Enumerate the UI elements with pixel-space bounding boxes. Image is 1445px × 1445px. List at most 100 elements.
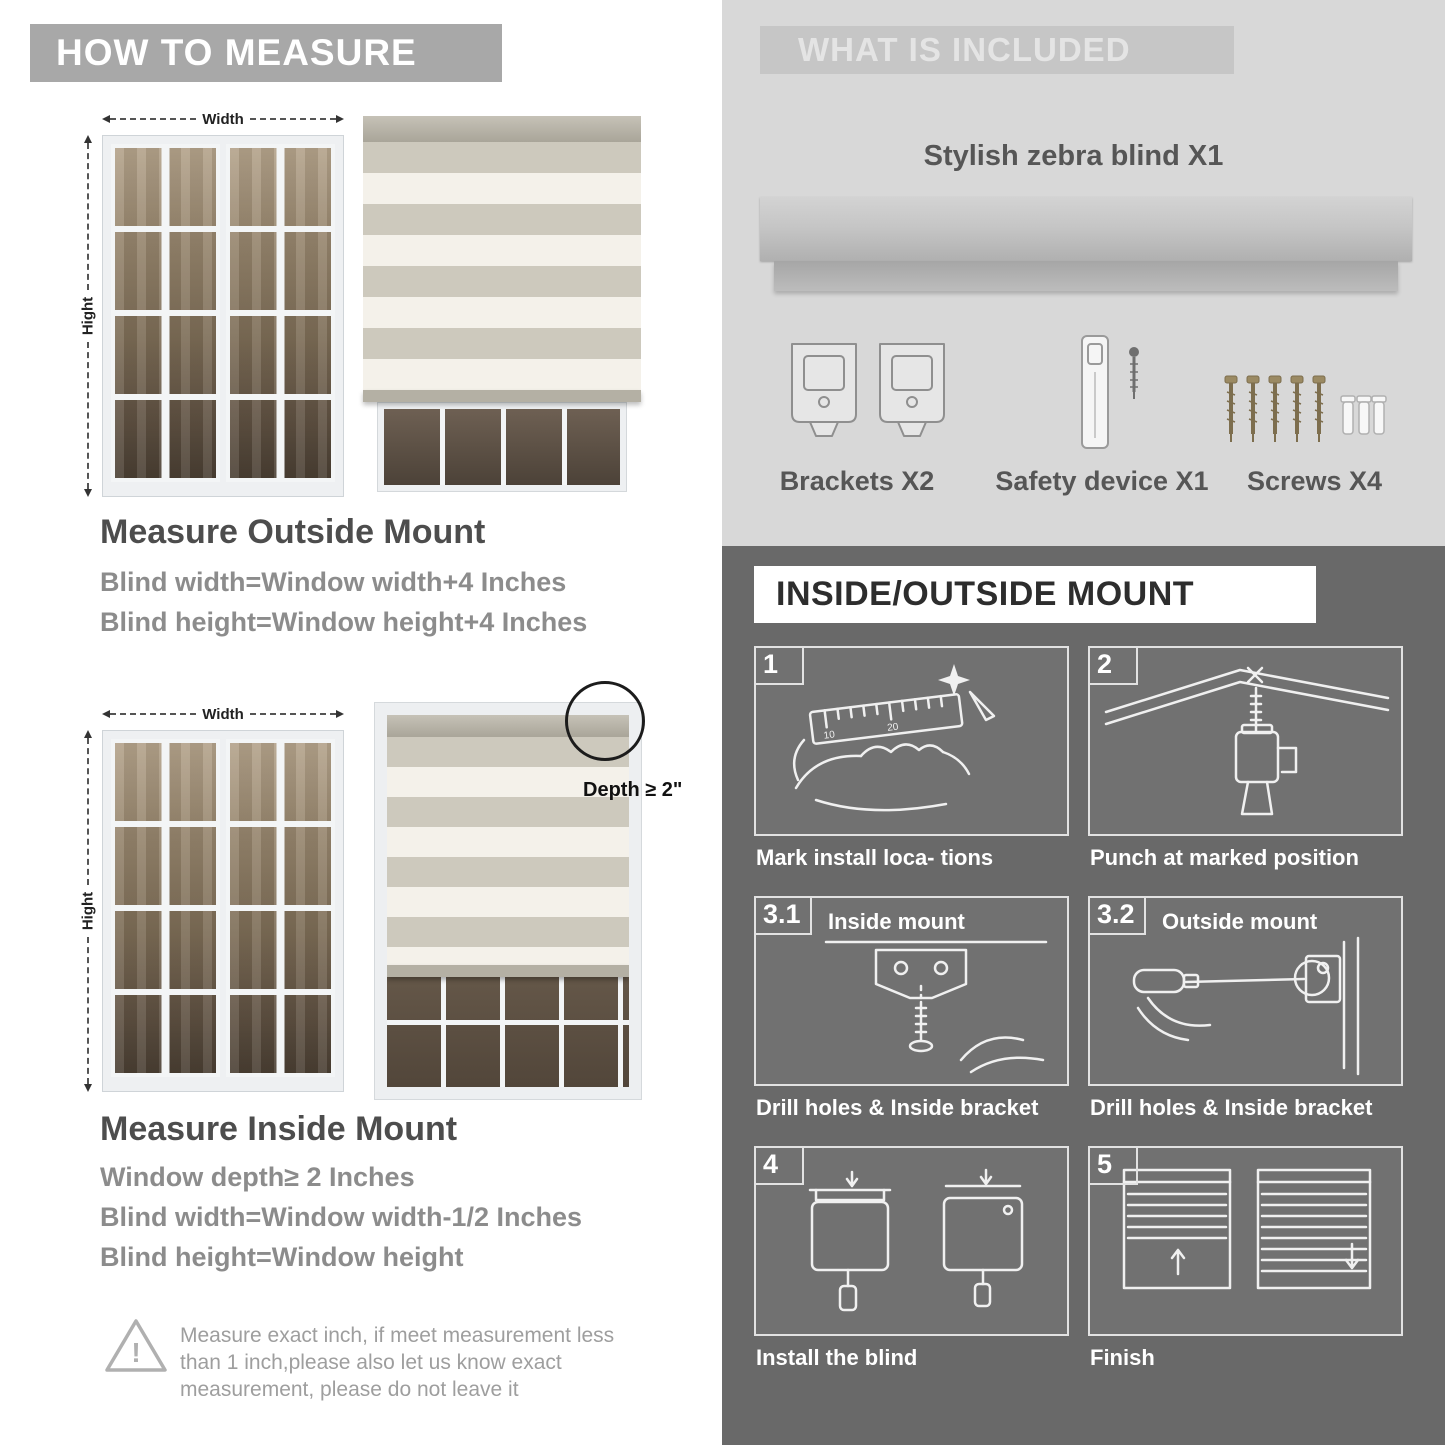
arrow-down-icon [84, 489, 92, 497]
arrow-left-icon [102, 115, 110, 123]
height-label: Hight [79, 891, 97, 931]
mount-banner: INSIDE/OUTSIDE MOUNT [754, 566, 1316, 623]
height-label: Hight [79, 296, 97, 336]
arrow-up-icon [84, 730, 92, 738]
finish-blinds-icon [1122, 1168, 1372, 1290]
dashed-line [110, 118, 197, 120]
mount-step-3-2: 3.2 Outside mount [1088, 896, 1403, 1121]
step-panel: 1 10 20 [754, 646, 1069, 836]
mount-step-3-1: 3.1 Inside mount [754, 896, 1069, 1121]
screws-label: Screws X4 [1246, 466, 1383, 496]
blind-bottom-rail [387, 965, 629, 977]
outside-mount-line: Blind width=Window width+4 Inches [100, 567, 567, 597]
step-panel: 5 [1088, 1146, 1403, 1336]
height-measure: Hight [78, 730, 98, 1092]
step-caption: Punch at marked position [1090, 845, 1359, 870]
measure-warning-text: Measure exact inch, if meet measurement … [180, 1322, 614, 1403]
zebra-blind-headrail-lip [774, 261, 1398, 291]
blind-stripes [363, 142, 641, 390]
install-blind-icon [808, 1168, 1024, 1312]
inside-bracket-screw-icon [824, 940, 1048, 1074]
warning-line: measurement, please do not leave it [180, 1378, 519, 1401]
arrow-right-icon [336, 710, 345, 718]
warning-triangle-icon: ! [105, 1319, 167, 1372]
step-panel: 3.1 Inside mount [754, 896, 1069, 1086]
window-glass [384, 409, 620, 485]
dashed-line [110, 713, 197, 715]
svg-text:10: 10 [823, 729, 836, 741]
window-sash-left [111, 144, 220, 482]
mount-step-2: 2 Punch at marked po [1088, 646, 1403, 871]
step-number: 4 [756, 1148, 804, 1185]
warning-line: than 1 inch,please also let us know exac… [180, 1351, 562, 1374]
step-caption: Mark install loca- tions [756, 845, 994, 870]
measure-hand-icon: 10 20 [792, 664, 996, 812]
step-panel: 3.2 Outside mount [1088, 896, 1403, 1086]
warning-line: Measure exact inch, if meet measurement … [180, 1324, 615, 1347]
mount-title: INSIDE/OUTSIDE MOUNT [776, 575, 1195, 613]
dashed-line [87, 342, 89, 489]
brackets-label: Brackets X2 [779, 466, 935, 496]
brackets-icon [791, 343, 945, 437]
step-number: 5 [1090, 1148, 1138, 1185]
outside-bracket-screwdriver-icon [1132, 936, 1360, 1076]
svg-text:20: 20 [887, 722, 900, 734]
step-title: Outside mount [1162, 909, 1318, 934]
window-photo [102, 135, 344, 497]
mount-step-5: 5 [1088, 1146, 1403, 1371]
step-number: 3.2 [1090, 898, 1146, 935]
how-to-measure-section: HOW TO MEASURE Width Hight [0, 0, 722, 1445]
inside-mount-line: Blind width=Window width-1/2 Inches [100, 1202, 583, 1232]
window-under-blind [377, 402, 627, 492]
step-number: 3.1 [756, 898, 812, 935]
arrow-right-icon [336, 115, 345, 123]
outside-mount-heading: Measure Outside Mount [100, 513, 486, 551]
step-number: 1 [756, 648, 804, 685]
svg-text:!: ! [131, 1337, 140, 1368]
depth-callout-label: Depth ≥ 2" [583, 779, 683, 801]
width-label: Width [202, 110, 244, 128]
window-sash-left [111, 739, 220, 1077]
inside-mount-line: Blind height=Window height [100, 1242, 464, 1272]
window-figure-outside: Width Hight [78, 105, 345, 497]
window-sash-right [226, 144, 335, 482]
step-number: 2 [1090, 648, 1138, 685]
how-to-measure-banner: HOW TO MEASURE [30, 24, 502, 82]
step-caption: Install the blind [756, 1345, 918, 1370]
mount-instructions-section: INSIDE/OUTSIDE MOUNT 1 [722, 546, 1445, 1445]
step-title: Inside mount [828, 909, 965, 934]
blind-headrail [363, 116, 641, 142]
dashed-line [87, 738, 89, 885]
drill-icon [1104, 666, 1390, 816]
arrow-down-icon [84, 1084, 92, 1092]
window-sash-right [226, 739, 335, 1077]
what-is-included-banner: WHAT IS INCLUDED [760, 26, 1234, 74]
height-measure: Hight [78, 135, 98, 497]
step-caption: Drill holes & Inside bracket [1090, 1095, 1373, 1120]
blind-figure-outside [363, 116, 641, 492]
inside-mount-line: Window depth≥ 2 Inches [100, 1162, 415, 1192]
arrow-up-icon [84, 135, 92, 143]
step-caption: Finish [1090, 1345, 1155, 1370]
blind-inside-frame [387, 715, 629, 1087]
blind-figure-inside [374, 702, 642, 1100]
what-is-included-title: WHAT IS INCLUDED [798, 31, 1131, 68]
inside-mount-heading: Measure Inside Mount [100, 1110, 458, 1148]
blind-stripes [387, 737, 629, 965]
width-measure: Width [102, 704, 345, 724]
outside-mount-line: Blind height=Window height+4 Inches [100, 607, 588, 637]
window-photo [102, 730, 344, 1092]
width-measure: Width [102, 109, 345, 129]
dashed-line [87, 143, 89, 290]
mount-step-4: 4 [754, 1146, 1069, 1371]
dashed-line [249, 118, 337, 120]
width-label: Width [202, 705, 244, 723]
blind-bottom-rail [363, 390, 641, 402]
what-is-included-section: WHAT IS INCLUDED Stylish zebra blind X1 [722, 0, 1445, 546]
step-caption: Drill holes & Inside bracket [756, 1095, 1039, 1120]
safety-device-label: Safety device X1 [995, 466, 1209, 496]
step-panel: 2 [1088, 646, 1403, 836]
dashed-line [249, 713, 337, 715]
depth-callout-circle [565, 681, 645, 761]
